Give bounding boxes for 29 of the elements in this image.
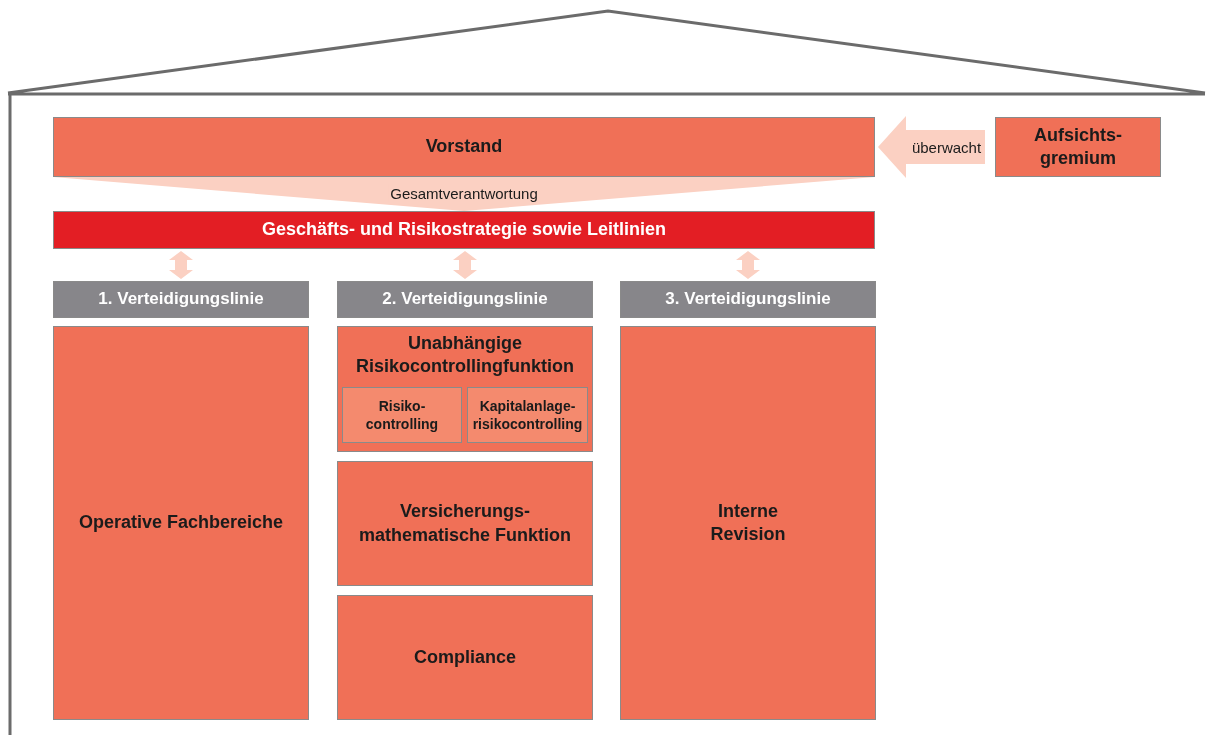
sub-box	[342, 387, 462, 443]
double-arrow	[736, 251, 760, 279]
process-box	[995, 117, 1161, 177]
node-label: Interne Revision	[709, 499, 787, 546]
header-label: 1. Verteidigungslinie	[98, 288, 264, 311]
strategy-bar	[53, 211, 875, 249]
process-box	[53, 326, 309, 720]
node-label: Vorstand	[425, 135, 503, 159]
node-label: Operative Fachbereiche	[78, 511, 284, 535]
process-box	[337, 326, 593, 452]
node-label: Geschäfts- und Risikostrategie sowie Leitlinien	[261, 218, 667, 242]
process-box	[53, 117, 875, 177]
header-label: 3. Verteidigungslinie	[665, 288, 831, 311]
node-label: Compliance	[414, 645, 516, 669]
node-label: Versicherungs- mathematische Funktion	[357, 500, 572, 547]
header-label: 2. Verteidigungslinie	[382, 288, 548, 311]
process-box	[337, 461, 593, 586]
sub-box	[467, 387, 588, 443]
process-box	[620, 326, 876, 720]
node-label: Unabhängige Risikocontrollingfunktion	[355, 331, 575, 378]
line-header	[53, 281, 309, 318]
double-arrow	[453, 251, 477, 279]
process-box	[337, 595, 593, 720]
node-label: Risiko- controlling	[364, 396, 440, 434]
node-label: Aufsichts- gremium	[1033, 123, 1123, 170]
node-label: Kapitalanlage- risikocontrolling	[472, 396, 583, 434]
line-header	[337, 281, 593, 318]
double-arrow	[169, 251, 193, 279]
line-header	[620, 281, 876, 318]
